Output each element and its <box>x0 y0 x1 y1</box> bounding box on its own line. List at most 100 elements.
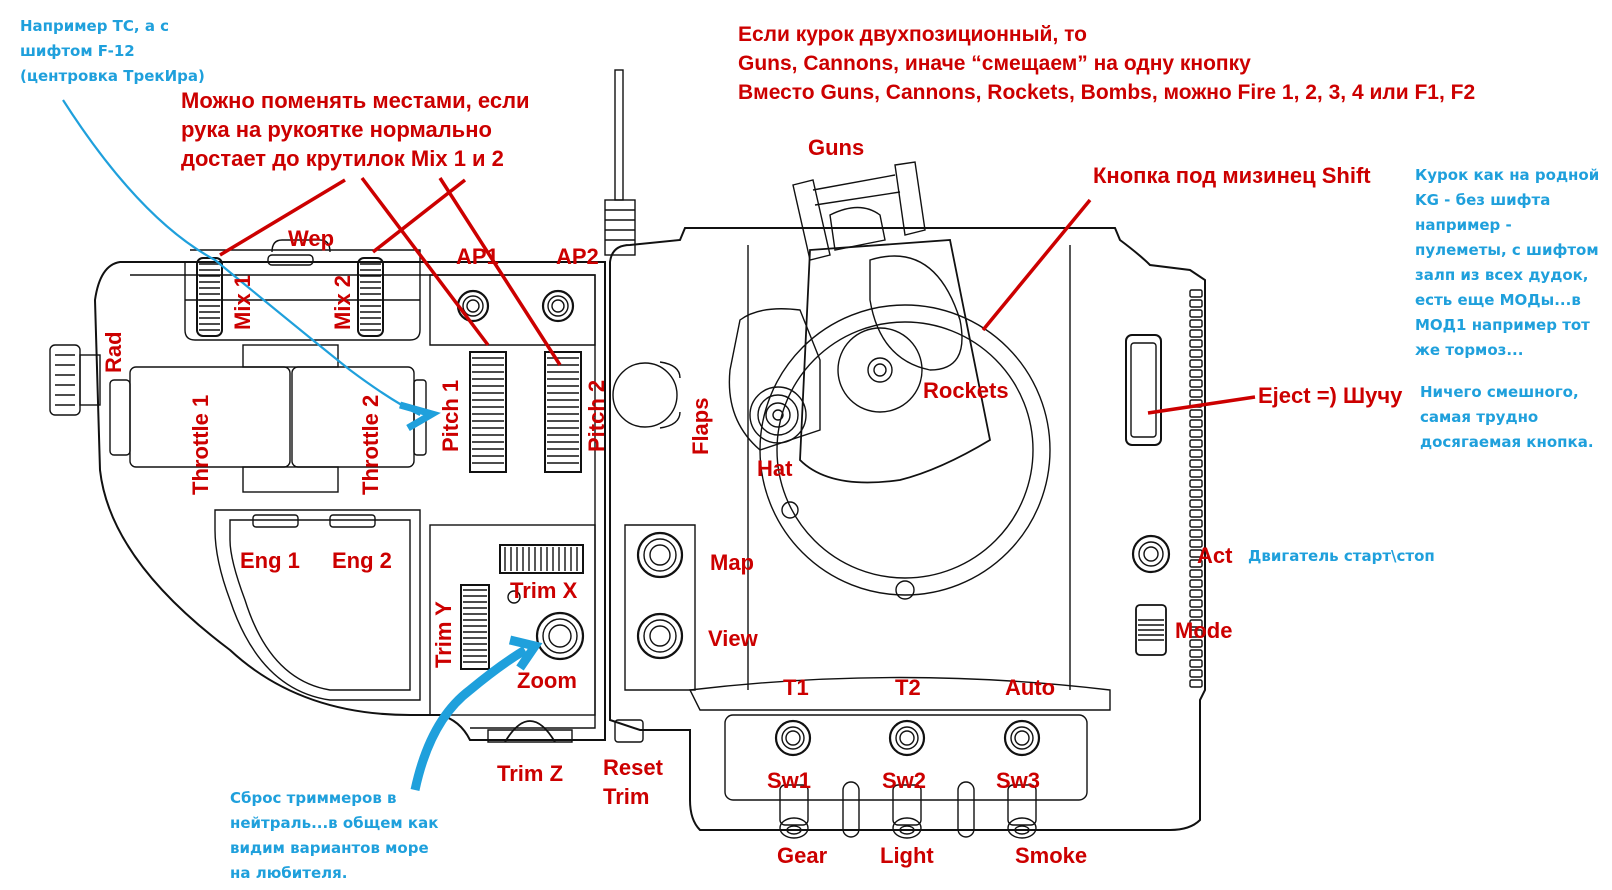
grip-rib <box>1189 529 1203 538</box>
act-blue-note: Двигатель старт\стоп <box>1248 547 1435 565</box>
grip-rib <box>1189 649 1203 658</box>
label-throttle2: Throttle 2 <box>358 394 383 495</box>
sw3-toggle[interactable] <box>1007 784 1037 839</box>
grip-rib <box>1189 379 1203 388</box>
label-sw1: Sw1 <box>767 768 812 793</box>
label-sw3: Sw3 <box>996 768 1041 793</box>
grip-rib <box>1189 669 1203 678</box>
grip-rib <box>1189 339 1203 348</box>
grip-rib <box>1189 509 1203 518</box>
eject-blue-line-2: самая трудно <box>1420 408 1539 426</box>
grip-rib <box>1189 409 1203 418</box>
act-button[interactable] <box>1131 534 1171 574</box>
view-button[interactable] <box>636 612 684 660</box>
label-pitch2: Pitch 2 <box>584 379 609 452</box>
arrow-reset-head <box>508 635 543 671</box>
rad-knob[interactable] <box>49 344 101 416</box>
grip-rib <box>1189 609 1203 618</box>
grip-rib <box>1189 439 1203 448</box>
reset-blue-line-1: Сброс триммеров в <box>230 789 397 807</box>
mix-1-wheel[interactable] <box>196 257 223 337</box>
grip-rib <box>1189 299 1203 308</box>
ap2-button[interactable] <box>541 289 575 323</box>
grip-rib <box>1189 559 1203 568</box>
grip-rib <box>1189 389 1203 398</box>
trigger-blue-line-6: есть еще МОДы...в <box>1415 291 1581 309</box>
antenna <box>604 69 636 256</box>
grip-rib <box>1189 569 1203 578</box>
auto-button[interactable] <box>1003 719 1041 757</box>
grip-rib <box>1189 479 1203 488</box>
grip-rib <box>1189 549 1203 558</box>
eject-note: Eject =) Шучу <box>1258 383 1403 408</box>
flaps-knob[interactable] <box>612 361 681 429</box>
trackir-note-line-3: (центровка ТрекИра) <box>20 67 205 85</box>
grip-rib <box>1189 599 1203 608</box>
t1-button[interactable] <box>774 719 812 757</box>
label-zoom: Zoom <box>517 668 577 693</box>
pitch-2-wheel[interactable] <box>544 351 582 473</box>
grip-rib <box>1189 519 1203 528</box>
leader-pitch2 <box>438 177 562 366</box>
t2-button[interactable] <box>888 719 926 757</box>
label-view: View <box>708 626 758 651</box>
sw2-toggle[interactable] <box>892 784 922 839</box>
grip-rib <box>1189 589 1203 598</box>
eject-button[interactable] <box>1125 334 1162 446</box>
label-mix1: Mix 1 <box>230 274 255 330</box>
wep-button[interactable] <box>267 254 314 266</box>
grip-rib <box>1189 459 1203 468</box>
pitch-1-wheel[interactable] <box>469 351 507 473</box>
grip-rib <box>1189 309 1203 318</box>
trigger-blue-line-2: KG - без шифта <box>1415 191 1551 209</box>
rockets-button[interactable] <box>837 327 923 413</box>
label-eng2: Eng 2 <box>332 548 392 573</box>
trigger-blue-line-8: же тормоз... <box>1415 341 1524 359</box>
guns-trigger[interactable] <box>792 161 926 261</box>
throttle-2-lever[interactable] <box>291 366 415 468</box>
label-reset-trim: Reset Trim <box>603 753 663 811</box>
label-ap2: AP2 <box>556 244 599 269</box>
label-throttle1: Throttle 1 <box>188 394 213 495</box>
trigger-blue-line-1: Курок как на родной <box>1415 166 1600 184</box>
label-flaps: Flaps <box>688 397 713 455</box>
trackir-note-line-1: Например ТС, а с <box>20 17 170 35</box>
trigger-note-line-1: Если курок двухпозиционный, то <box>738 23 1087 46</box>
label-auto: Auto <box>1005 675 1056 700</box>
grip-rib <box>1189 659 1203 668</box>
blue-arrows <box>62 99 543 791</box>
swap-mix-line-3: достает до крутилок Mix 1 и 2 <box>181 146 504 171</box>
trim-y-wheel[interactable] <box>460 584 490 670</box>
trim-x-wheel[interactable] <box>499 544 584 574</box>
grip-rib <box>1189 359 1203 368</box>
mix-2-wheel[interactable] <box>357 257 384 337</box>
map-button[interactable] <box>636 531 684 579</box>
label-mode: Mode <box>1175 618 1233 643</box>
zoom-button[interactable] <box>535 611 585 661</box>
label-eng1: Eng 1 <box>240 548 300 573</box>
label-trim-z: Trim Z <box>497 761 564 786</box>
arrow-trackir <box>62 99 421 416</box>
grip-rib <box>1189 289 1203 298</box>
label-trim-y: Trim Y <box>431 601 456 668</box>
swap-mix-line-1: Можно поменять местами, если <box>181 88 530 113</box>
mode-switch[interactable] <box>1135 604 1167 656</box>
trackir-note: Например ТС, а с шифтом F-12 (центровка … <box>20 14 205 89</box>
label-smoke: Smoke <box>1015 843 1088 868</box>
label-map: Map <box>710 550 754 575</box>
reset-blue-line-3: видим вариантов море <box>230 839 429 857</box>
grip-rib <box>1189 489 1203 498</box>
eng-2-button[interactable] <box>329 514 376 528</box>
grip-rib <box>1189 429 1203 438</box>
hat-switch[interactable] <box>728 308 821 451</box>
leader-pinky-shift <box>981 198 1092 332</box>
trim-z-wheel[interactable] <box>487 720 573 743</box>
label-gear: Gear <box>777 843 828 868</box>
gimbal-screw <box>895 580 915 600</box>
eng-1-button[interactable] <box>252 514 299 528</box>
label-reset: Reset <box>603 755 663 780</box>
swap-mix-note: Можно поменять местами, если рука на рук… <box>181 86 530 173</box>
grip-rib <box>1189 329 1203 338</box>
sw1-toggle[interactable] <box>779 784 809 839</box>
ap1-button[interactable] <box>456 289 490 323</box>
